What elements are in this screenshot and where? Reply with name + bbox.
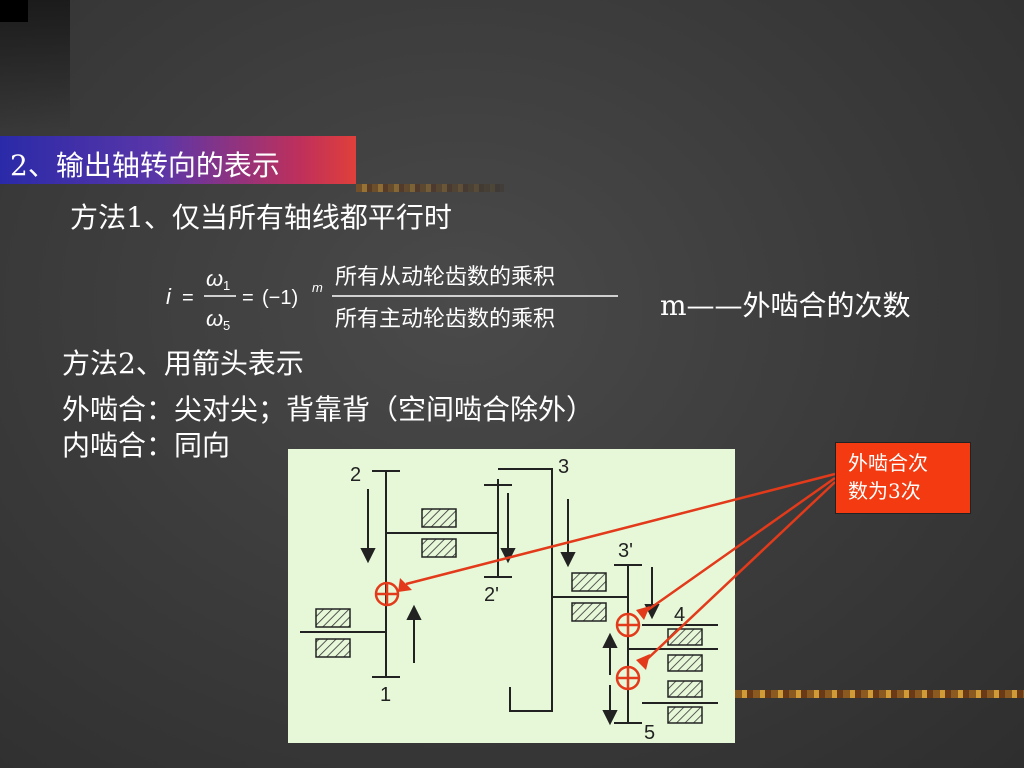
callout-line-1: 外啮合次 [848,451,928,475]
m-definition: m——外啮合的次数 [660,289,911,322]
label-gear-2p: 2' [484,584,499,606]
title-banner: 2、输出轴转向的表示 [0,136,356,184]
label-gear-3: 3 [558,456,569,478]
label-gear-1: 1 [380,684,391,706]
formula-eq2: = [242,287,254,309]
formula-eq1: = [182,287,194,309]
corner-block [0,0,28,22]
formula-omega5-sub: 5 [223,318,230,333]
formula-omega1-sub: 1 [223,278,230,293]
decorative-stripe-bottom [735,690,1024,698]
label-gear-4: 4 [674,604,685,626]
formula-i: i [166,284,172,309]
gear-train-svg: 2 1 2' 3 3' 4 5 [300,456,718,744]
formula-omega1: ω [206,266,223,291]
internal-mesh-rule: 内啮合：同向 [62,429,231,462]
formula-numerator: 所有从动轮齿数的乘积 [335,264,555,289]
decorative-stripe-fade [356,184,504,192]
formula-exp: m [312,280,323,295]
label-gear-3p: 3' [618,540,633,562]
ratio-formula: i = ω 1 ω 5 = (−1) m 所有从动轮齿数的乘积 所有主动轮齿数的… [160,258,630,338]
mesh-count-callout: 外啮合次 数为3次 [835,442,971,514]
label-gear-5: 5 [644,722,655,743]
gear-train-diagram: 2 1 2' 3 3' 4 5 [288,449,735,744]
formula-sign: (−1) [262,287,298,309]
label-gear-2: 2 [350,464,361,486]
slide-title: 2、输出轴转向的表示 [10,149,280,182]
method2-text: 方法2、用箭头表示 [62,347,304,380]
method1-text: 方法1、仅当所有轴线都平行时 [70,201,452,234]
formula-denominator: 所有主动轮齿数的乘积 [335,306,555,331]
callout-line-2: 数为3次 [848,479,921,503]
formula-omega5: ω [206,306,223,331]
external-mesh-rule: 外啮合：尖对尖；背靠背（空间啮合除外） [62,393,595,426]
